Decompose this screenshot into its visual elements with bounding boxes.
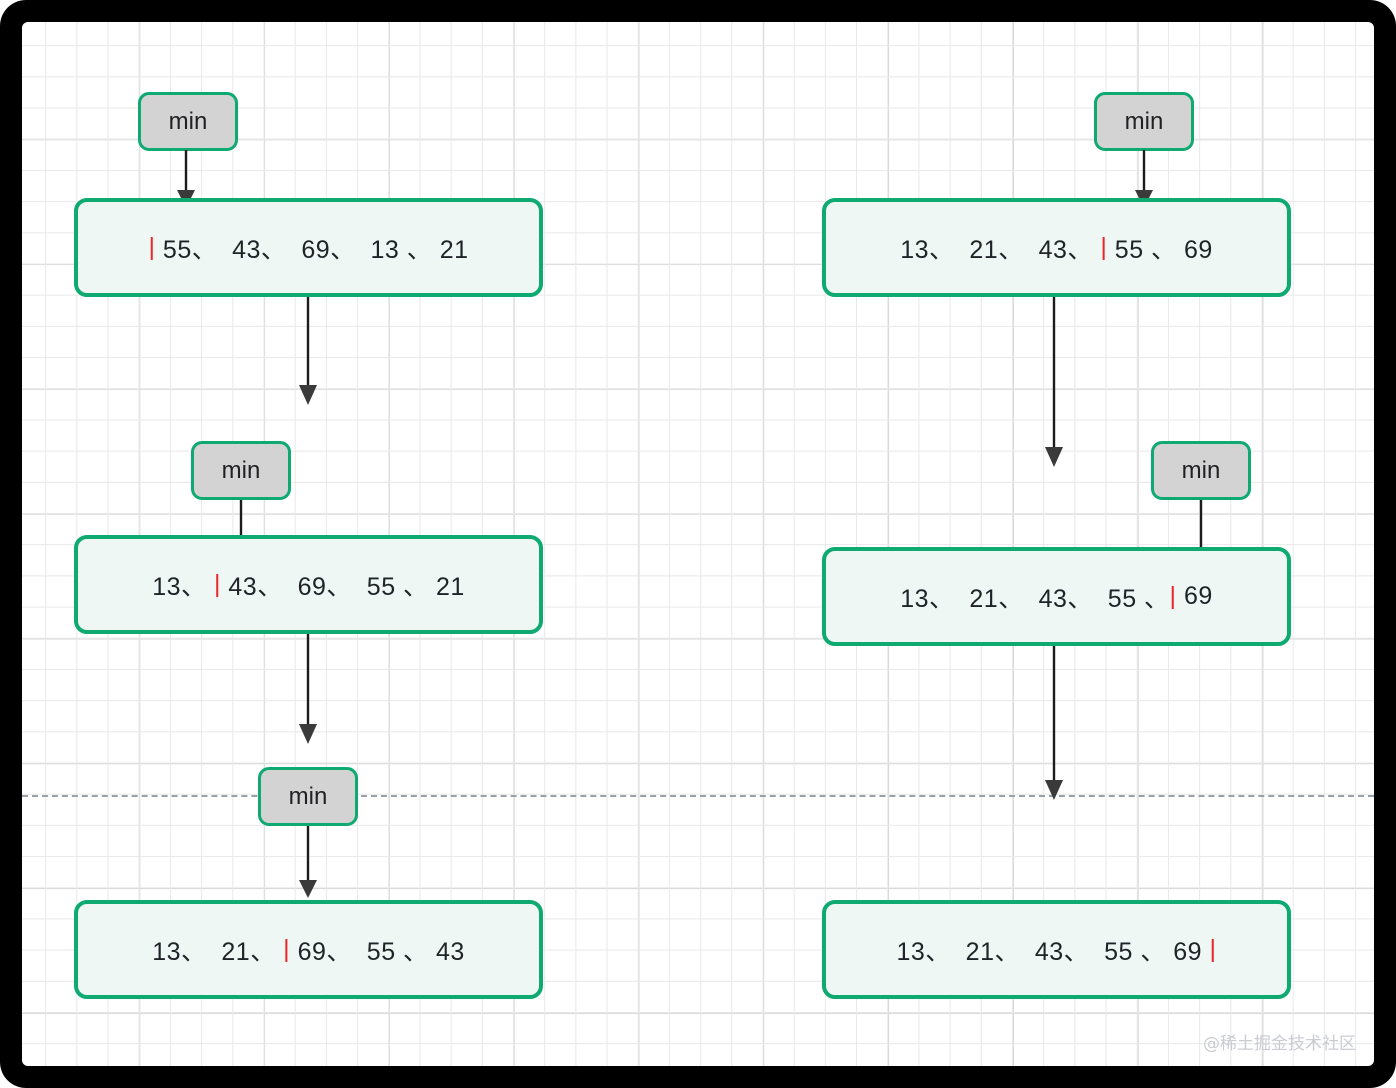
arrow-right-box1-to-step2 (1045, 297, 1063, 467)
sequence-suffix: 69、 55 、 43 (290, 937, 465, 966)
sequence-prefix: 13、 21、 (152, 937, 284, 966)
min-node-right-1[interactable]: min (1094, 92, 1194, 151)
dashed-divider (22, 795, 1374, 797)
min-node-label: min (1124, 107, 1164, 135)
cursor-marker: | (1209, 935, 1217, 963)
sequence-prefix: 13、 (152, 572, 214, 601)
sequence-prefix: 13、 21、 43、 55 、 (900, 584, 1170, 613)
min-node-label: min (221, 456, 261, 484)
sequence-box-left-3[interactable]: 13、 21、 | 69、 55 、 43 (74, 900, 543, 999)
sequence-suffix: 43、 69、 55 、 21 (220, 572, 465, 601)
cursor-marker: | (213, 570, 221, 598)
sequence-prefix: 13、 21、 43、 55 、 69 (896, 937, 1210, 966)
cursor-marker: | (148, 233, 156, 261)
sequence-box-right-2[interactable]: 13、 21、 43、 55 、| 69 (822, 547, 1291, 646)
min-node-left-3[interactable]: min (258, 767, 358, 826)
min-node-right-2[interactable]: min (1151, 441, 1251, 500)
arrow-right-box2-to-box3 (1045, 646, 1063, 800)
min-node-label: min (288, 782, 328, 810)
cursor-marker: | (283, 935, 291, 963)
sequence-suffix: 55 、 69 (1107, 235, 1213, 264)
arrow-left-box1-to-step2 (299, 297, 317, 405)
grid-paper: min | 55、 43、 69、 13 、 21 min 13、 | 43、 (22, 22, 1374, 1066)
sequence-box-left-2[interactable]: 13、 | 43、 69、 55 、 21 (74, 535, 543, 634)
cursor-marker: | (1169, 582, 1177, 610)
sequence-box-right-1[interactable]: 13、 21、 43、 | 55 、 69 (822, 198, 1291, 297)
cursor-marker: | (1100, 233, 1108, 261)
arrow-left-box2-to-step3 (299, 634, 317, 744)
watermark: @稀土掘金技术社区 (1203, 1034, 1356, 1054)
sequence-prefix: 13、 21、 43、 (900, 235, 1101, 264)
sequence-suffix: 55、 43、 69、 13 、 21 (155, 235, 469, 264)
min-node-left-1[interactable]: min (138, 92, 238, 151)
min-node-label: min (1181, 456, 1221, 484)
min-node-left-2[interactable]: min (191, 441, 291, 500)
sequence-box-right-3[interactable]: 13、 21、 43、 55 、 69 | (822, 900, 1291, 999)
sequence-suffix: 69 (1176, 582, 1213, 610)
arrow-left-min3-to-box3 (299, 826, 317, 898)
min-node-label: min (168, 107, 208, 135)
sequence-box-left-1[interactable]: | 55、 43、 69、 13 、 21 (74, 198, 543, 297)
